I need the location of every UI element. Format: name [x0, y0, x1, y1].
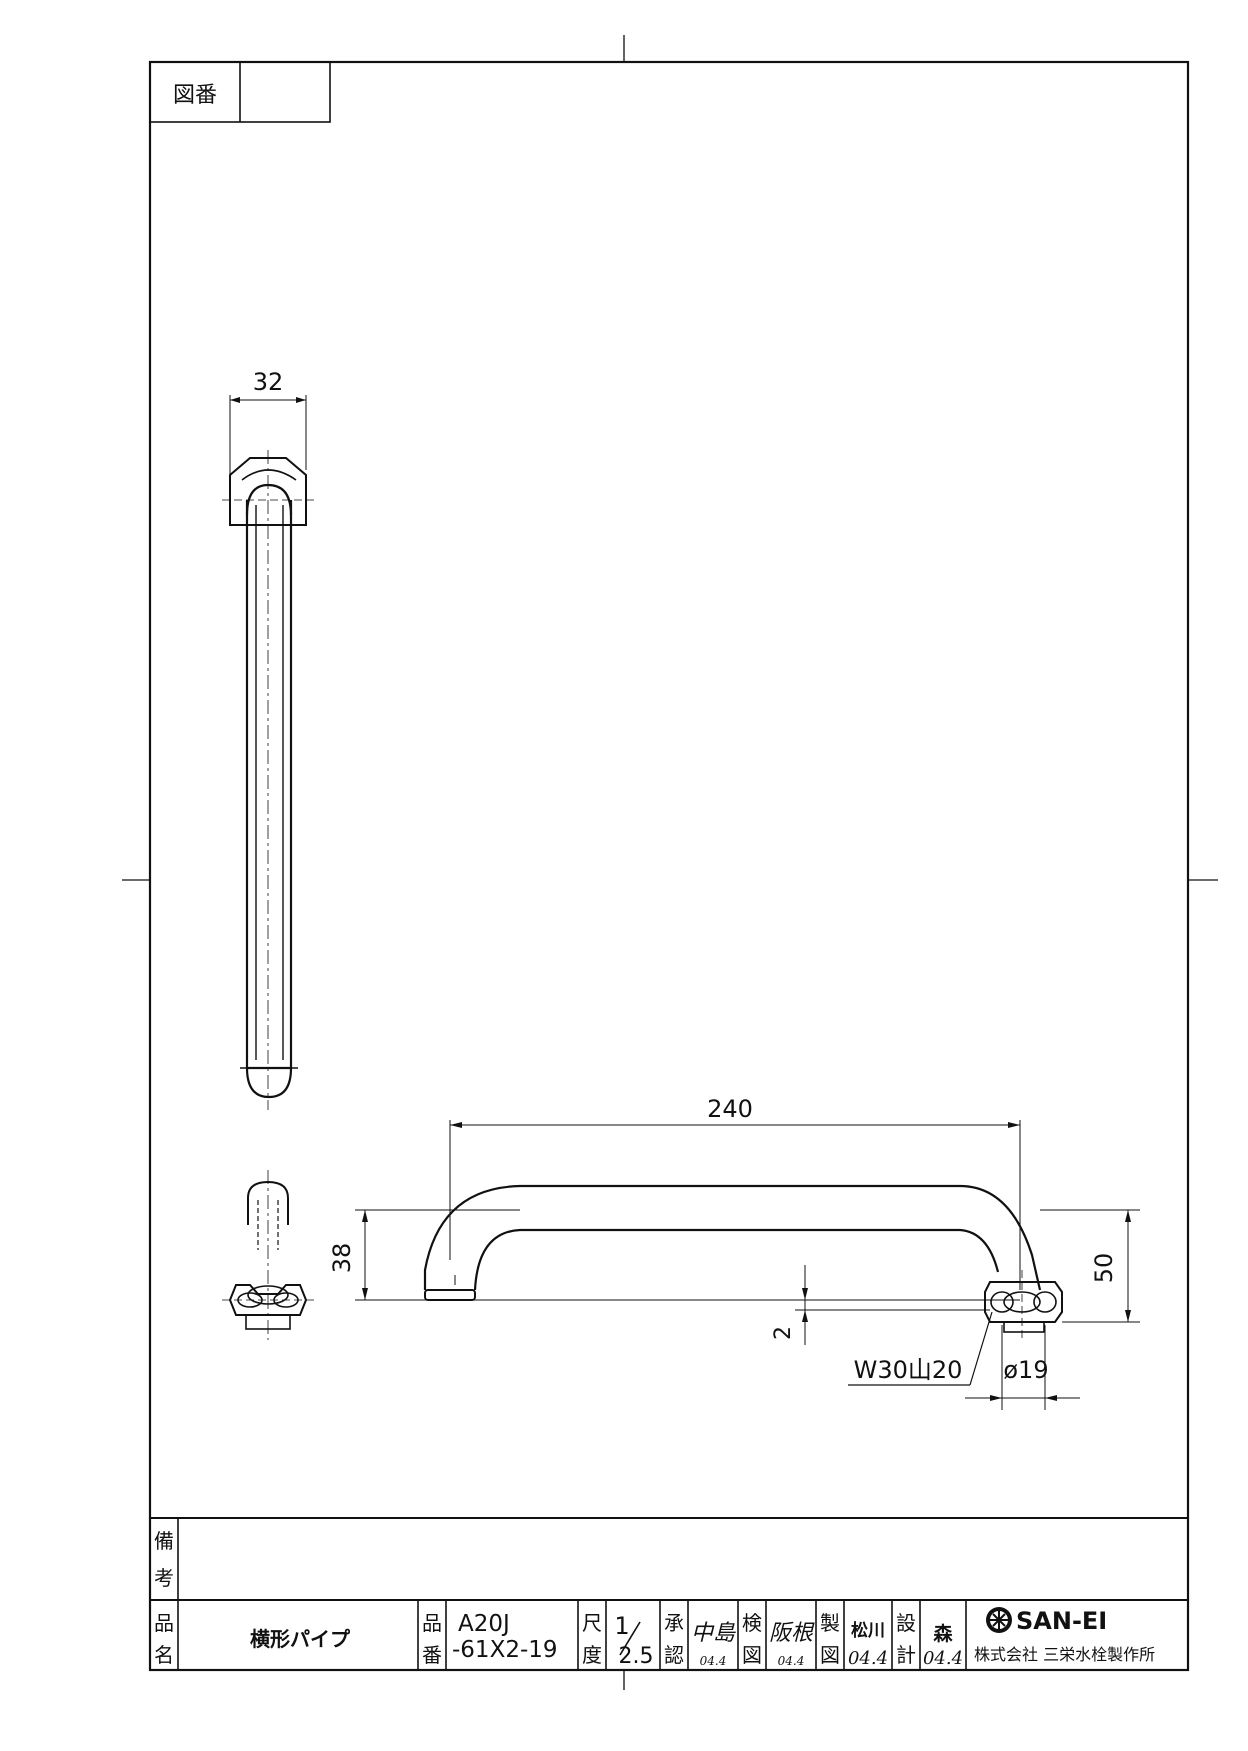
name-label-1: 品	[154, 1611, 174, 1635]
checked-label-2: 図	[742, 1643, 762, 1667]
part-number-line2: -61X2-19	[452, 1637, 558, 1663]
drawn-name: 松川	[851, 1620, 885, 1641]
dim-height-50: 50	[1090, 1253, 1118, 1284]
san-ei-logo: SAN-EI	[986, 1607, 1107, 1635]
checked-label-1: 検	[742, 1611, 762, 1635]
brand-name: SAN-EI	[1016, 1607, 1107, 1635]
scale-label-1: 尺	[582, 1611, 602, 1635]
part-label-2: 番	[422, 1643, 442, 1667]
dim-diameter: ø19	[1003, 1356, 1048, 1384]
name-label-2: 名	[154, 1643, 174, 1667]
scale-denominator: 2.5	[619, 1644, 654, 1669]
dim-thread: W30山20	[854, 1356, 963, 1384]
approved-label-1: 承	[664, 1611, 684, 1635]
dim-height-38: 38	[328, 1243, 356, 1274]
drawing-frame	[148, 60, 1190, 1672]
title-block: 品 名 横形パイプ 品 番 A20J -61X2-19 尺 度 1 2.5 承 …	[150, 1599, 1188, 1670]
design-label-2: 計	[896, 1643, 916, 1667]
end-view	[222, 1170, 314, 1340]
approved-name: 中島	[691, 1621, 736, 1646]
company-name: 株式会社 三栄水栓製作所	[974, 1645, 1155, 1664]
checked-date: 04.4	[778, 1654, 805, 1668]
remarks-row: 備 考	[150, 1517, 1188, 1670]
approved-date: 04.4	[700, 1654, 727, 1668]
design-date: 04.4	[923, 1648, 963, 1669]
dim-offset-2: 2	[771, 1326, 796, 1340]
part-label-1: 品	[422, 1611, 442, 1635]
approved-label-2: 認	[664, 1643, 684, 1667]
dim-width-32: 32	[253, 368, 284, 396]
design-name: 森	[933, 1622, 953, 1645]
product-name: 横形パイプ	[250, 1627, 351, 1651]
drawn-label-1: 製	[820, 1611, 840, 1635]
drawn-date: 04.4	[848, 1648, 888, 1669]
remarks-label-1: 備	[154, 1529, 174, 1553]
design-label-1: 設	[896, 1611, 916, 1635]
remarks-label-2: 考	[154, 1566, 174, 1590]
drawn-label-2: 図	[820, 1643, 840, 1667]
side-view: 32	[222, 368, 314, 1110]
scale-label-2: 度	[582, 1643, 602, 1667]
checked-name: 阪根	[769, 1621, 815, 1646]
drawing-number-label: 図番	[173, 83, 217, 108]
drawing-number-box: 図番	[149, 61, 331, 123]
part-number-line1: A20J	[458, 1611, 510, 1637]
front-view: 240 38 50 2 W30山20	[328, 1095, 1140, 1410]
scale-numerator: 1	[614, 1612, 629, 1640]
dim-length-240: 240	[707, 1095, 753, 1123]
